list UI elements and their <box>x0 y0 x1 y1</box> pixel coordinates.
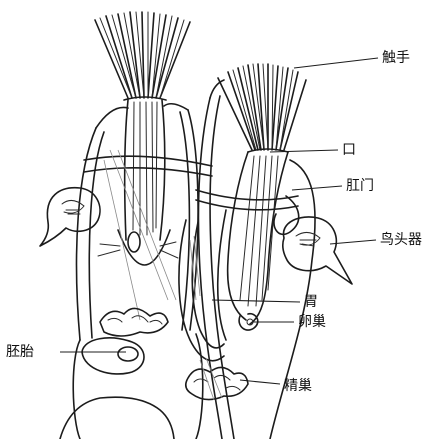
right-lophophore <box>218 152 288 340</box>
leader-anus <box>292 186 342 190</box>
label-stomach: 胃 <box>304 294 318 310</box>
label-mouth: 口 <box>342 142 356 158</box>
label-avicularium: 鸟头器 <box>380 232 422 248</box>
leader-testis <box>240 380 280 384</box>
label-ovary: 卵巢 <box>298 314 326 330</box>
left-lophophore <box>98 100 178 265</box>
right-avicularium <box>283 217 352 284</box>
testis <box>186 358 248 400</box>
embryo-chamber <box>60 334 203 439</box>
label-tentacles: 触手 <box>382 50 410 66</box>
left-ovary-cluster <box>100 308 168 336</box>
label-embryo: 胚胎 <box>6 344 34 360</box>
label-testis: 精巢 <box>284 378 312 394</box>
leader-lines <box>60 58 378 384</box>
right-tentacle-crown <box>218 64 306 152</box>
left-tentacle-crown <box>95 12 190 100</box>
leader-tentacles <box>294 58 378 68</box>
label-anus: 肛门 <box>346 178 374 194</box>
